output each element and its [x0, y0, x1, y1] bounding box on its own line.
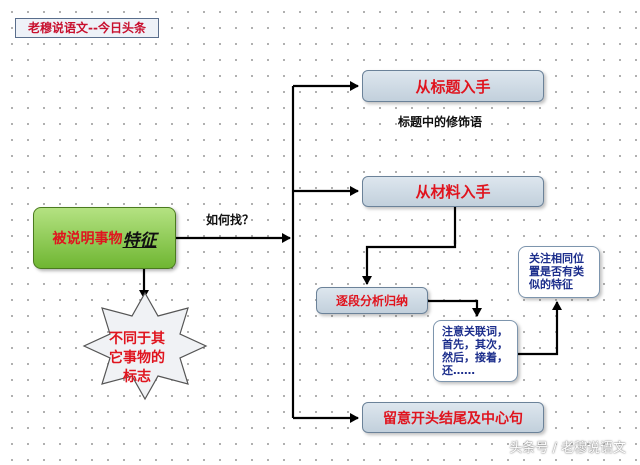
node-ending-center-label: 留意开头结尾及中心句 [383, 410, 523, 427]
edge-segment-to-note [428, 299, 482, 317]
subject-node[interactable]: 被说明事物特征 [33, 207, 176, 269]
note-line: 然后，接着， [442, 351, 508, 364]
note-line: 首先，其次， [442, 338, 508, 351]
note-connectives[interactable]: 注意关联词， 首先，其次， 然后，接着， 还…… [433, 320, 518, 382]
star-line: 它事物的 [109, 350, 165, 366]
edge-label-how: 如何找？ [206, 213, 255, 227]
node-from-title-label: 从标题入手 [415, 77, 491, 96]
node-from-material[interactable]: 从材料入手 [362, 176, 544, 207]
node-from-material-label: 从材料入手 [415, 183, 491, 201]
node-segment-summary[interactable]: 逐段分析归纳 [316, 287, 428, 314]
node-from-title[interactable]: 从标题入手 [362, 70, 544, 102]
subject-emphasis: 特征 [122, 230, 157, 251]
note-position[interactable]: 关注相同位 置是否有类 似的特征 [518, 246, 600, 298]
edge-note-to-position [518, 301, 562, 356]
subject-text: 被说明事物 [52, 231, 123, 247]
node-segment-summary-label: 逐段分析归纳 [335, 294, 408, 308]
note-line: 置是否有类 [529, 265, 584, 278]
star-line: 不同于其 [109, 331, 165, 347]
star-burst-icon [82, 291, 208, 401]
edge-material-to-segment [362, 240, 457, 285]
header-tag: 老穆说语文--今日头条 [15, 18, 159, 38]
note-line: 还…… [442, 364, 475, 377]
node-ending-center[interactable]: 留意开头结尾及中心句 [362, 402, 544, 433]
star-text: 不同于其 它事物的 标志 [92, 330, 182, 387]
note-line: 似的特征 [529, 278, 573, 291]
star-line: 标志 [123, 369, 151, 385]
watermark: 头条号 / 老穆说语文 [509, 441, 626, 456]
note-line: 关注相同位 [529, 252, 584, 265]
title-hint: 标题中的修饰语 [398, 115, 483, 129]
note-line: 注意关联词， [442, 325, 508, 338]
